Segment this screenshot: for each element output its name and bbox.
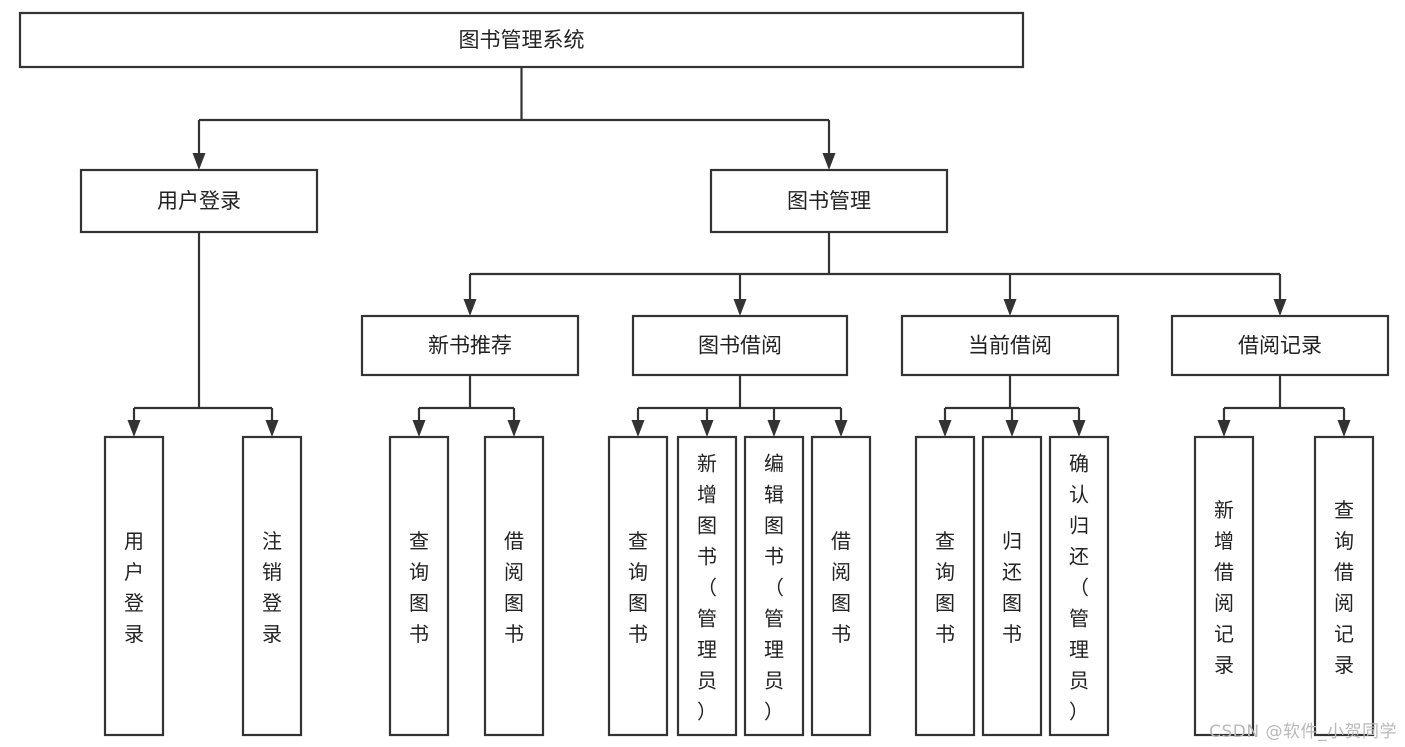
- node-label-user-login: 用户登录: [157, 189, 241, 213]
- node-borrow-record[interactable]: 借阅记录: [1170, 314, 1390, 377]
- node-box-leaf-query-record: [1313, 435, 1375, 737]
- arrow-head: [463, 299, 477, 316]
- node-box-root: [18, 11, 1025, 69]
- node-label-borrow-record: 借阅记录: [1238, 334, 1322, 358]
- node-current-borrow[interactable]: 当前借阅: [900, 314, 1120, 377]
- connector-conn-record-to-leaves: [1217, 375, 1351, 437]
- node-label-leaf-query-book-1: 查询图书: [409, 529, 429, 646]
- node-label-leaf-borrow-book-1: 借阅图书: [504, 529, 524, 646]
- node-label-leaf-logout: 注销登录: [262, 529, 282, 646]
- arrow-head: [631, 420, 645, 437]
- node-box-leaf-query-book-1: [388, 435, 450, 737]
- node-box-leaf-query-book-3: [914, 435, 976, 737]
- arrow-head: [192, 153, 206, 170]
- arrow-head: [1003, 299, 1017, 316]
- node-label-leaf-edit-book: 编辑图书（管理员）: [764, 452, 784, 724]
- node-box-user-login: [79, 168, 319, 234]
- arrow-head: [767, 420, 781, 437]
- connector-conn-bookmanage-to-level3: [463, 232, 1287, 316]
- node-box-leaf-borrow-book-2: [810, 435, 872, 737]
- node-leaf-query-record[interactable]: 查询借阅记录: [1313, 435, 1375, 737]
- node-leaf-confirm-return[interactable]: 确认归还（管理员）: [1048, 435, 1110, 737]
- node-box-leaf-query-book-2: [607, 435, 669, 737]
- node-label-leaf-user-login: 用户登录: [124, 529, 144, 646]
- node-layer: 图书管理系统用户登录图书管理新书推荐图书借阅当前借阅借阅记录用户登录注销登录查询…: [18, 11, 1390, 737]
- node-box-leaf-edit-book: [743, 435, 805, 737]
- node-leaf-edit-book[interactable]: 编辑图书（管理员）: [743, 435, 805, 737]
- node-label-leaf-query-book-3: 查询图书: [935, 529, 955, 646]
- arrow-head: [1217, 420, 1231, 437]
- node-box-leaf-borrow-book-1: [483, 435, 545, 737]
- connector-conn-userlogin-to-leaves: [127, 232, 279, 437]
- arrow-head: [412, 420, 426, 437]
- arrow-head: [822, 153, 836, 170]
- node-book-manage[interactable]: 图书管理: [709, 168, 949, 234]
- node-label-leaf-return-book: 归还图书: [1002, 529, 1022, 646]
- node-label-book-manage: 图书管理: [787, 189, 871, 213]
- arrow-head: [700, 420, 714, 437]
- node-box-leaf-add-record: [1193, 435, 1255, 737]
- node-label-book-borrow: 图书借阅: [698, 334, 782, 358]
- node-label-leaf-query-record: 查询借阅记录: [1334, 498, 1354, 677]
- node-label-leaf-query-book-2: 查询图书: [628, 529, 648, 646]
- arrow-head: [265, 420, 279, 437]
- arrow-head: [507, 420, 521, 437]
- connector-conn-borrow-to-leaves: [631, 375, 848, 437]
- arrow-head: [1273, 299, 1287, 316]
- node-label-leaf-add-record: 新增借阅记录: [1214, 498, 1234, 677]
- node-leaf-query-book-2[interactable]: 查询图书: [607, 435, 669, 737]
- node-box-current-borrow: [900, 314, 1120, 377]
- connector-layer: [127, 67, 1351, 437]
- arrow-head: [127, 420, 141, 437]
- node-label-root: 图书管理系统: [459, 28, 585, 52]
- arrow-head: [733, 299, 747, 316]
- node-root[interactable]: 图书管理系统: [18, 11, 1025, 69]
- node-box-leaf-logout: [241, 435, 303, 737]
- node-new-book-recommend[interactable]: 新书推荐: [360, 314, 580, 377]
- node-label-leaf-add-book: 新增图书（管理员）: [697, 452, 717, 724]
- node-leaf-return-book[interactable]: 归还图书: [981, 435, 1043, 737]
- node-leaf-user-login[interactable]: 用户登录: [103, 435, 165, 737]
- arrow-head: [1005, 420, 1019, 437]
- node-box-leaf-add-book: [676, 435, 738, 737]
- node-leaf-add-book[interactable]: 新增图书（管理员）: [676, 435, 738, 737]
- node-box-leaf-confirm-return: [1048, 435, 1110, 737]
- arrow-head: [834, 420, 848, 437]
- node-label-current-borrow: 当前借阅: [968, 334, 1052, 358]
- arrow-head: [1072, 420, 1086, 437]
- node-leaf-query-book-3[interactable]: 查询图书: [914, 435, 976, 737]
- arrow-head: [1337, 420, 1351, 437]
- node-box-new-book-recommend: [360, 314, 580, 377]
- node-box-leaf-user-login: [103, 435, 165, 737]
- node-leaf-query-book-1[interactable]: 查询图书: [388, 435, 450, 737]
- node-leaf-borrow-book-2[interactable]: 借阅图书: [810, 435, 872, 737]
- node-leaf-logout[interactable]: 注销登录: [241, 435, 303, 737]
- node-box-book-manage: [709, 168, 949, 234]
- node-user-login[interactable]: 用户登录: [79, 168, 319, 234]
- arrow-head: [938, 420, 952, 437]
- node-box-borrow-record: [1170, 314, 1390, 377]
- node-box-leaf-return-book: [981, 435, 1043, 737]
- node-label-leaf-borrow-book-2: 借阅图书: [831, 529, 851, 646]
- node-label-new-book-recommend: 新书推荐: [428, 334, 512, 358]
- node-book-borrow[interactable]: 图书借阅: [631, 314, 849, 377]
- node-leaf-borrow-book-1[interactable]: 借阅图书: [483, 435, 545, 737]
- node-box-book-borrow: [631, 314, 849, 377]
- node-leaf-add-record[interactable]: 新增借阅记录: [1193, 435, 1255, 737]
- connector-conn-current-to-leaves: [938, 375, 1086, 437]
- node-label-leaf-confirm-return: 确认归还（管理员）: [1069, 452, 1089, 724]
- connector-conn-recommend-to-leaves: [412, 375, 521, 437]
- connector-conn-root-to-level2: [192, 67, 836, 170]
